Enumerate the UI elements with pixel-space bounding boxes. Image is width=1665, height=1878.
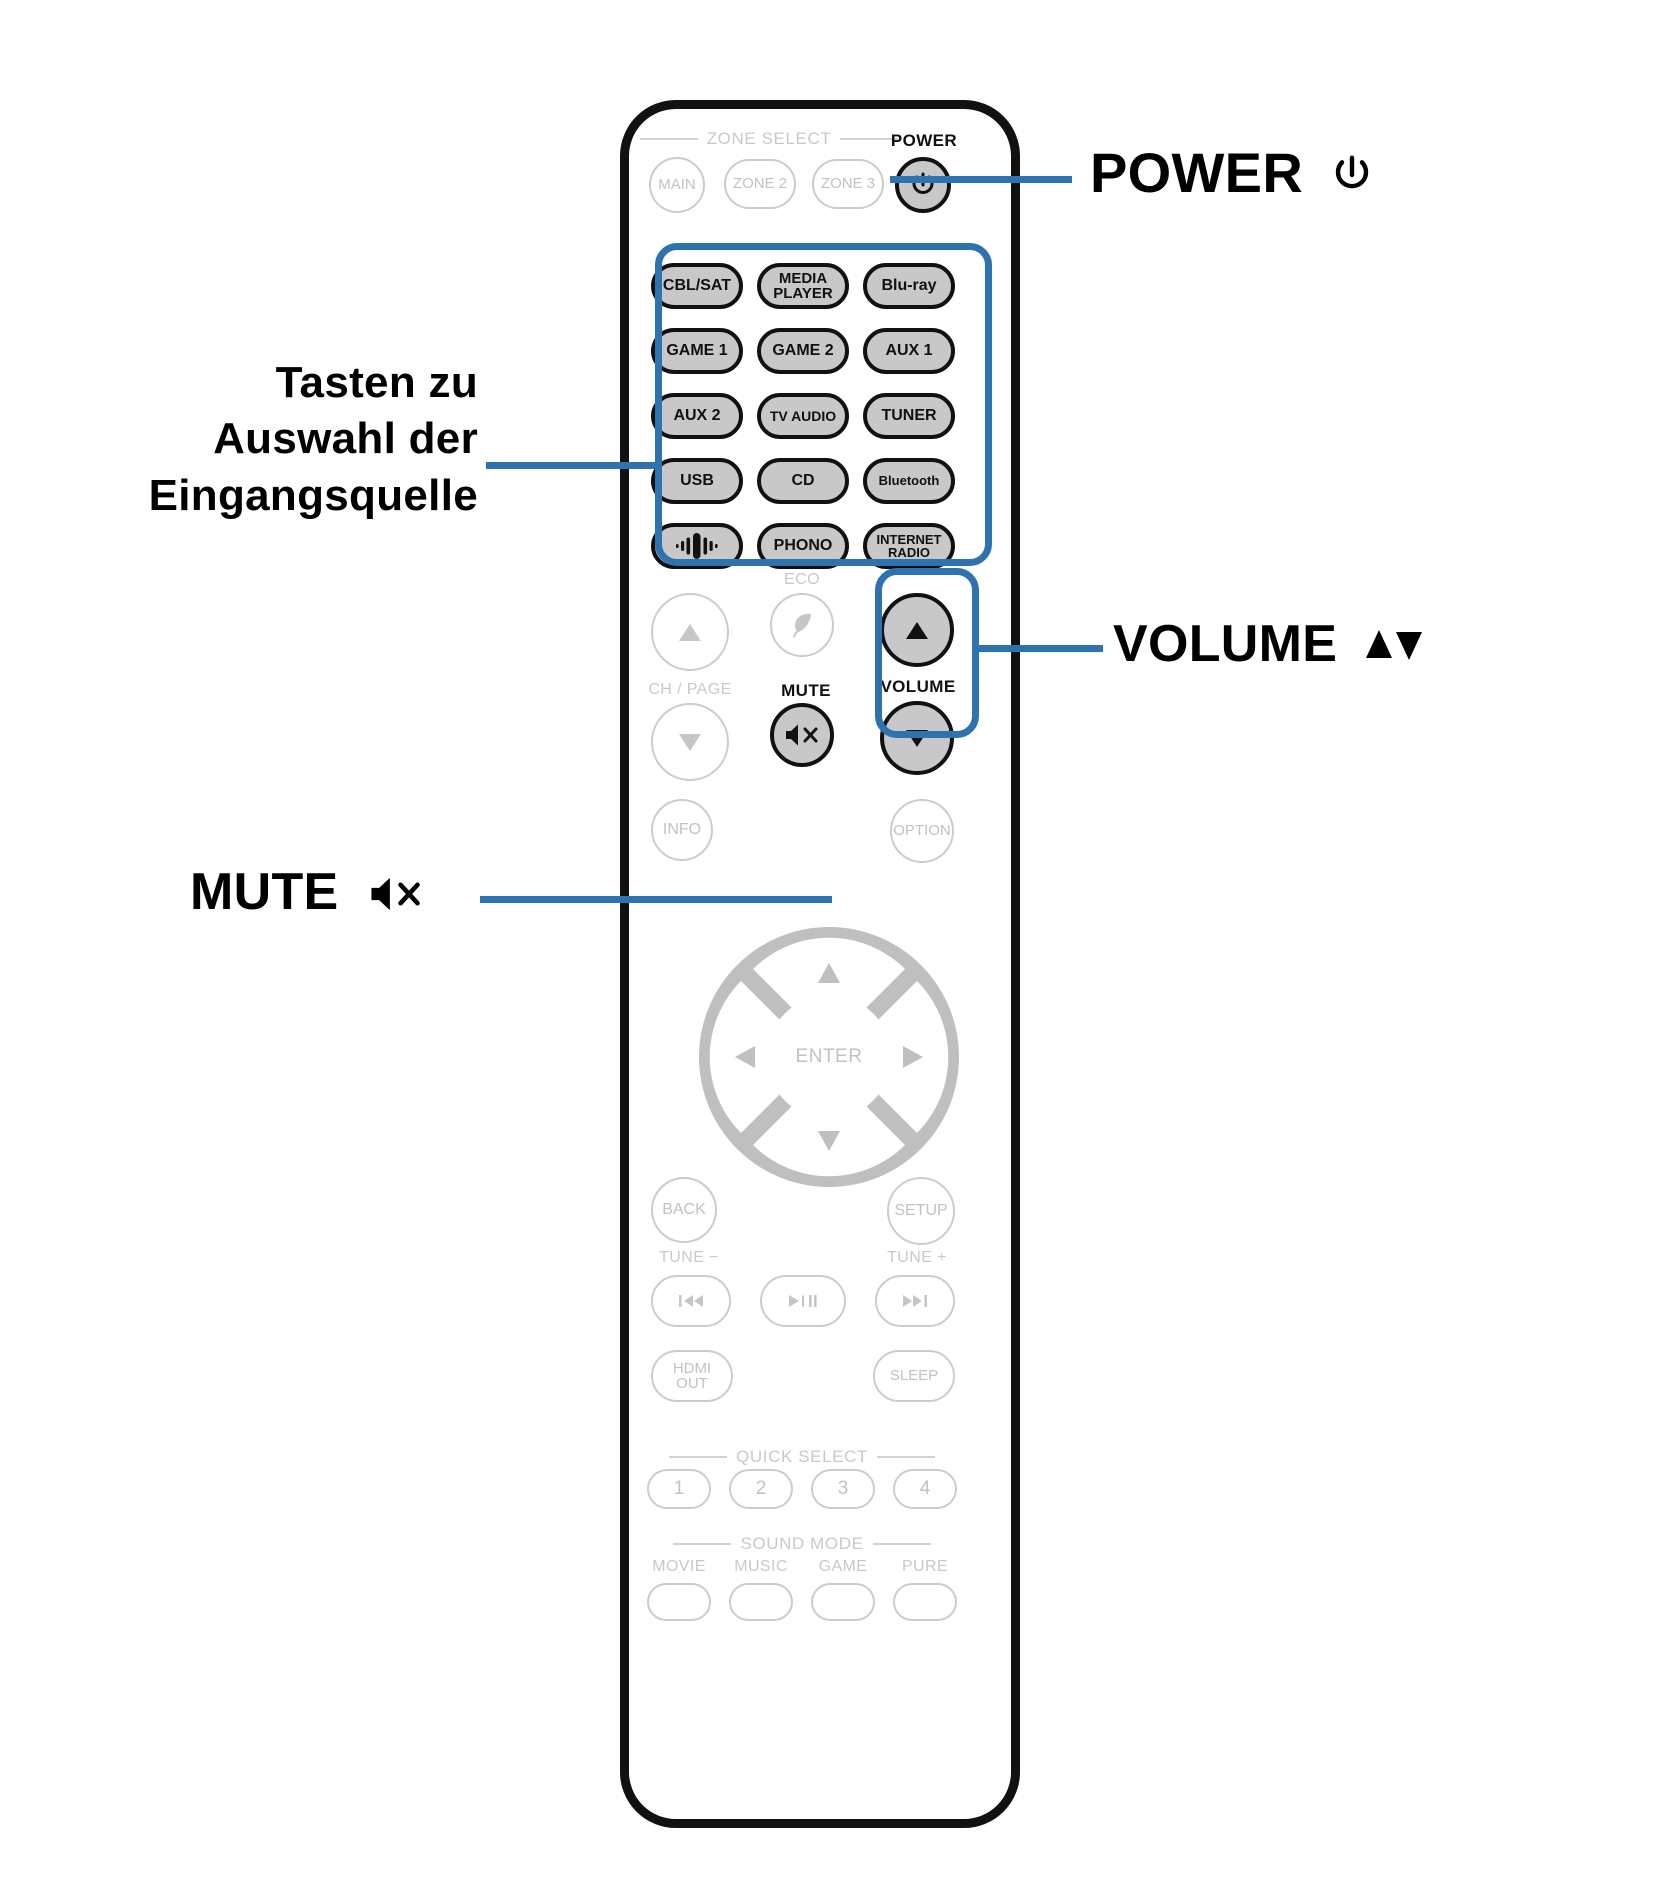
power-leader-line bbox=[890, 176, 1072, 183]
eco-caption: ECO bbox=[784, 571, 820, 588]
sound-mode-section-label: SOUND MODE bbox=[641, 1534, 963, 1554]
volume-up-button[interactable] bbox=[880, 593, 954, 667]
triangle-right-icon bbox=[903, 1046, 923, 1068]
source-button-usb[interactable]: USB bbox=[651, 458, 743, 504]
volume-down-button[interactable] bbox=[880, 701, 954, 775]
skip-forward-icon bbox=[903, 1295, 927, 1307]
zone-button-main[interactable]: MAIN bbox=[649, 157, 705, 213]
divider-right bbox=[872, 1543, 931, 1545]
sound-mode-label-game: GAME bbox=[818, 1558, 868, 1575]
play-pause-button[interactable] bbox=[760, 1275, 846, 1327]
divider-left bbox=[673, 1543, 732, 1545]
ch-page-up-button[interactable] bbox=[651, 593, 729, 671]
mute-leader-line bbox=[480, 896, 832, 903]
triangle-up-icon bbox=[679, 623, 701, 641]
sound-wave-icon bbox=[676, 533, 718, 559]
volume-leader-line bbox=[975, 645, 1103, 652]
source-button-aux2[interactable]: AUX 2 bbox=[651, 393, 743, 439]
sound-mode-label-music: MUSIC bbox=[734, 1558, 788, 1575]
triangle-down-icon bbox=[679, 733, 701, 751]
power-caption: POWER bbox=[890, 131, 958, 150]
triangle-up-icon bbox=[818, 963, 840, 983]
skip-forward-button[interactable] bbox=[875, 1275, 955, 1327]
sound-mode-button-movie[interactable] bbox=[647, 1583, 711, 1621]
mute-callout: MUTE bbox=[190, 862, 427, 922]
quick-select-button-3[interactable]: 3 bbox=[811, 1469, 875, 1509]
triangle-up-icon bbox=[906, 621, 928, 639]
power-callout: POWER bbox=[1090, 140, 1375, 205]
mute-caption: MUTE bbox=[781, 681, 831, 700]
quick-select-button-1[interactable]: 1 bbox=[647, 1469, 711, 1509]
tune-plus-caption: TUNE + bbox=[887, 1249, 947, 1266]
hdmi-out-button[interactable]: HDMI OUT bbox=[651, 1350, 733, 1402]
divider-left bbox=[669, 1456, 728, 1458]
divider-left bbox=[639, 138, 698, 140]
ch-page-down-button[interactable] bbox=[651, 703, 729, 781]
mute-button[interactable] bbox=[770, 703, 834, 767]
sound-mode-label-movie: MOVIE bbox=[652, 1558, 706, 1575]
volume-highlight-box bbox=[875, 568, 979, 738]
skip-backward-icon bbox=[679, 1295, 703, 1307]
speaker-mute-icon bbox=[371, 877, 421, 911]
sound-mode-button-pure[interactable] bbox=[893, 1583, 957, 1621]
source-button-tuner[interactable]: TUNER bbox=[863, 393, 955, 439]
source-button-bluetooth[interactable]: Bluetooth bbox=[863, 458, 955, 504]
volume-caption: VOLUME bbox=[880, 677, 956, 696]
up-down-triangles-icon bbox=[1364, 615, 1424, 673]
divider-right bbox=[840, 138, 899, 140]
eco-button[interactable] bbox=[770, 593, 834, 657]
input-source-leader-line bbox=[486, 462, 660, 469]
power-icon bbox=[912, 172, 934, 194]
quick-select-button-4[interactable]: 4 bbox=[893, 1469, 957, 1509]
info-button[interactable]: INFO bbox=[651, 799, 713, 861]
source-button-blu-ray[interactable]: Blu-ray bbox=[863, 263, 955, 309]
input-source-callout: Tasten zu Auswahl der Eingangsquelle bbox=[148, 358, 478, 520]
sound-mode-button-music[interactable] bbox=[729, 1583, 793, 1621]
source-button-cbl-sat[interactable]: CBL/SAT bbox=[651, 263, 743, 309]
zone-button-zone3[interactable]: ZONE 3 bbox=[812, 159, 884, 209]
setup-button[interactable]: SETUP bbox=[887, 1177, 955, 1245]
navigation-ring[interactable]: ENTER bbox=[695, 923, 963, 1191]
triangle-left-icon bbox=[735, 1046, 755, 1068]
zone-button-zone2[interactable]: ZONE 2 bbox=[724, 159, 796, 209]
sound-mode-button-game[interactable] bbox=[811, 1583, 875, 1621]
option-button[interactable]: OPTION bbox=[890, 799, 954, 863]
power-icon bbox=[1335, 155, 1369, 189]
source-button-game1[interactable]: GAME 1 bbox=[651, 328, 743, 374]
skip-backward-button[interactable] bbox=[651, 1275, 731, 1327]
sleep-button[interactable]: SLEEP bbox=[873, 1350, 955, 1402]
volume-callout: VOLUME bbox=[1113, 614, 1424, 674]
leaf-icon bbox=[792, 613, 812, 638]
triangle-down-icon bbox=[818, 1131, 840, 1151]
source-button-aux1[interactable]: AUX 1 bbox=[863, 328, 955, 374]
play-pause-icon bbox=[789, 1295, 817, 1307]
divider-right bbox=[876, 1456, 935, 1458]
ch-page-caption: CH / PAGE bbox=[648, 681, 732, 698]
quick-select-section-label: QUICK SELECT bbox=[641, 1447, 963, 1467]
zone-select-section-label: ZONE SELECT bbox=[639, 129, 899, 149]
input-source-highlight-box bbox=[655, 243, 992, 566]
source-button-tv-audio[interactable]: TV AUDIO bbox=[757, 393, 849, 439]
speaker-mute-icon bbox=[786, 724, 818, 746]
enter-button[interactable]: ENTER bbox=[770, 998, 888, 1116]
back-button[interactable]: BACK bbox=[651, 1177, 717, 1243]
source-button-game2[interactable]: GAME 2 bbox=[757, 328, 849, 374]
source-button-cd[interactable]: CD bbox=[757, 458, 849, 504]
power-button[interactable] bbox=[895, 157, 951, 213]
sound-mode-label-pure: PURE bbox=[901, 1558, 949, 1575]
source-button-media-player[interactable]: MEDIA PLAYER bbox=[757, 263, 849, 309]
tune-minus-caption: TUNE − bbox=[659, 1249, 719, 1266]
quick-select-button-2[interactable]: 2 bbox=[729, 1469, 793, 1509]
